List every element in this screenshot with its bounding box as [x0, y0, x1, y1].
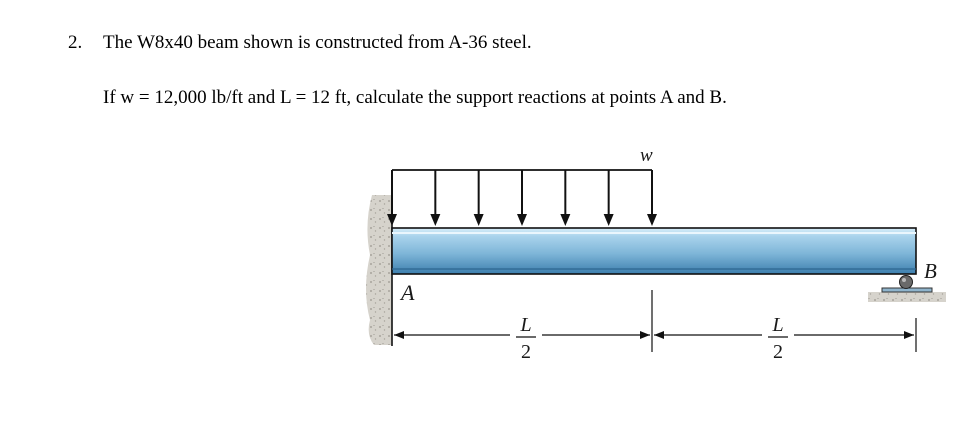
beam	[391, 227, 917, 275]
load-arrow-head	[387, 214, 397, 226]
load-arrow-head	[560, 214, 571, 226]
problem-block: 2. The W8x40 beam shown is constructed f…	[0, 0, 970, 130]
right-dimension-fraction: L 2	[762, 314, 794, 363]
right-fraction-numerator: L	[771, 314, 783, 336]
left-dimension-fraction: L 2	[510, 314, 542, 363]
support-a-label: A	[399, 280, 415, 305]
load-arrow-head	[430, 214, 441, 226]
load-arrow-head	[517, 214, 527, 226]
roller-support	[868, 275, 946, 302]
load-arrows	[387, 170, 657, 226]
dimension-lines	[394, 290, 917, 352]
load-arrow-head	[603, 214, 614, 226]
problem-given: If w = 12,000 lb/ft and L = 12 ft, calcu…	[103, 87, 727, 108]
roller-pin	[899, 275, 913, 289]
fixed-wall	[366, 170, 393, 346]
left-fraction-denominator: 2	[521, 341, 531, 363]
problem-statement: The W8x40 beam shown is constructed from…	[103, 32, 532, 53]
load-arrow-head	[473, 214, 484, 226]
problem-number: 2.	[68, 32, 83, 53]
left-fraction-numerator: L	[519, 314, 531, 336]
distributed-load: w	[387, 145, 657, 226]
right-fraction-denominator: 2	[773, 341, 783, 363]
support-b-label: B	[924, 259, 937, 283]
load-arrow-head	[647, 214, 657, 226]
load-label: w	[640, 145, 653, 166]
